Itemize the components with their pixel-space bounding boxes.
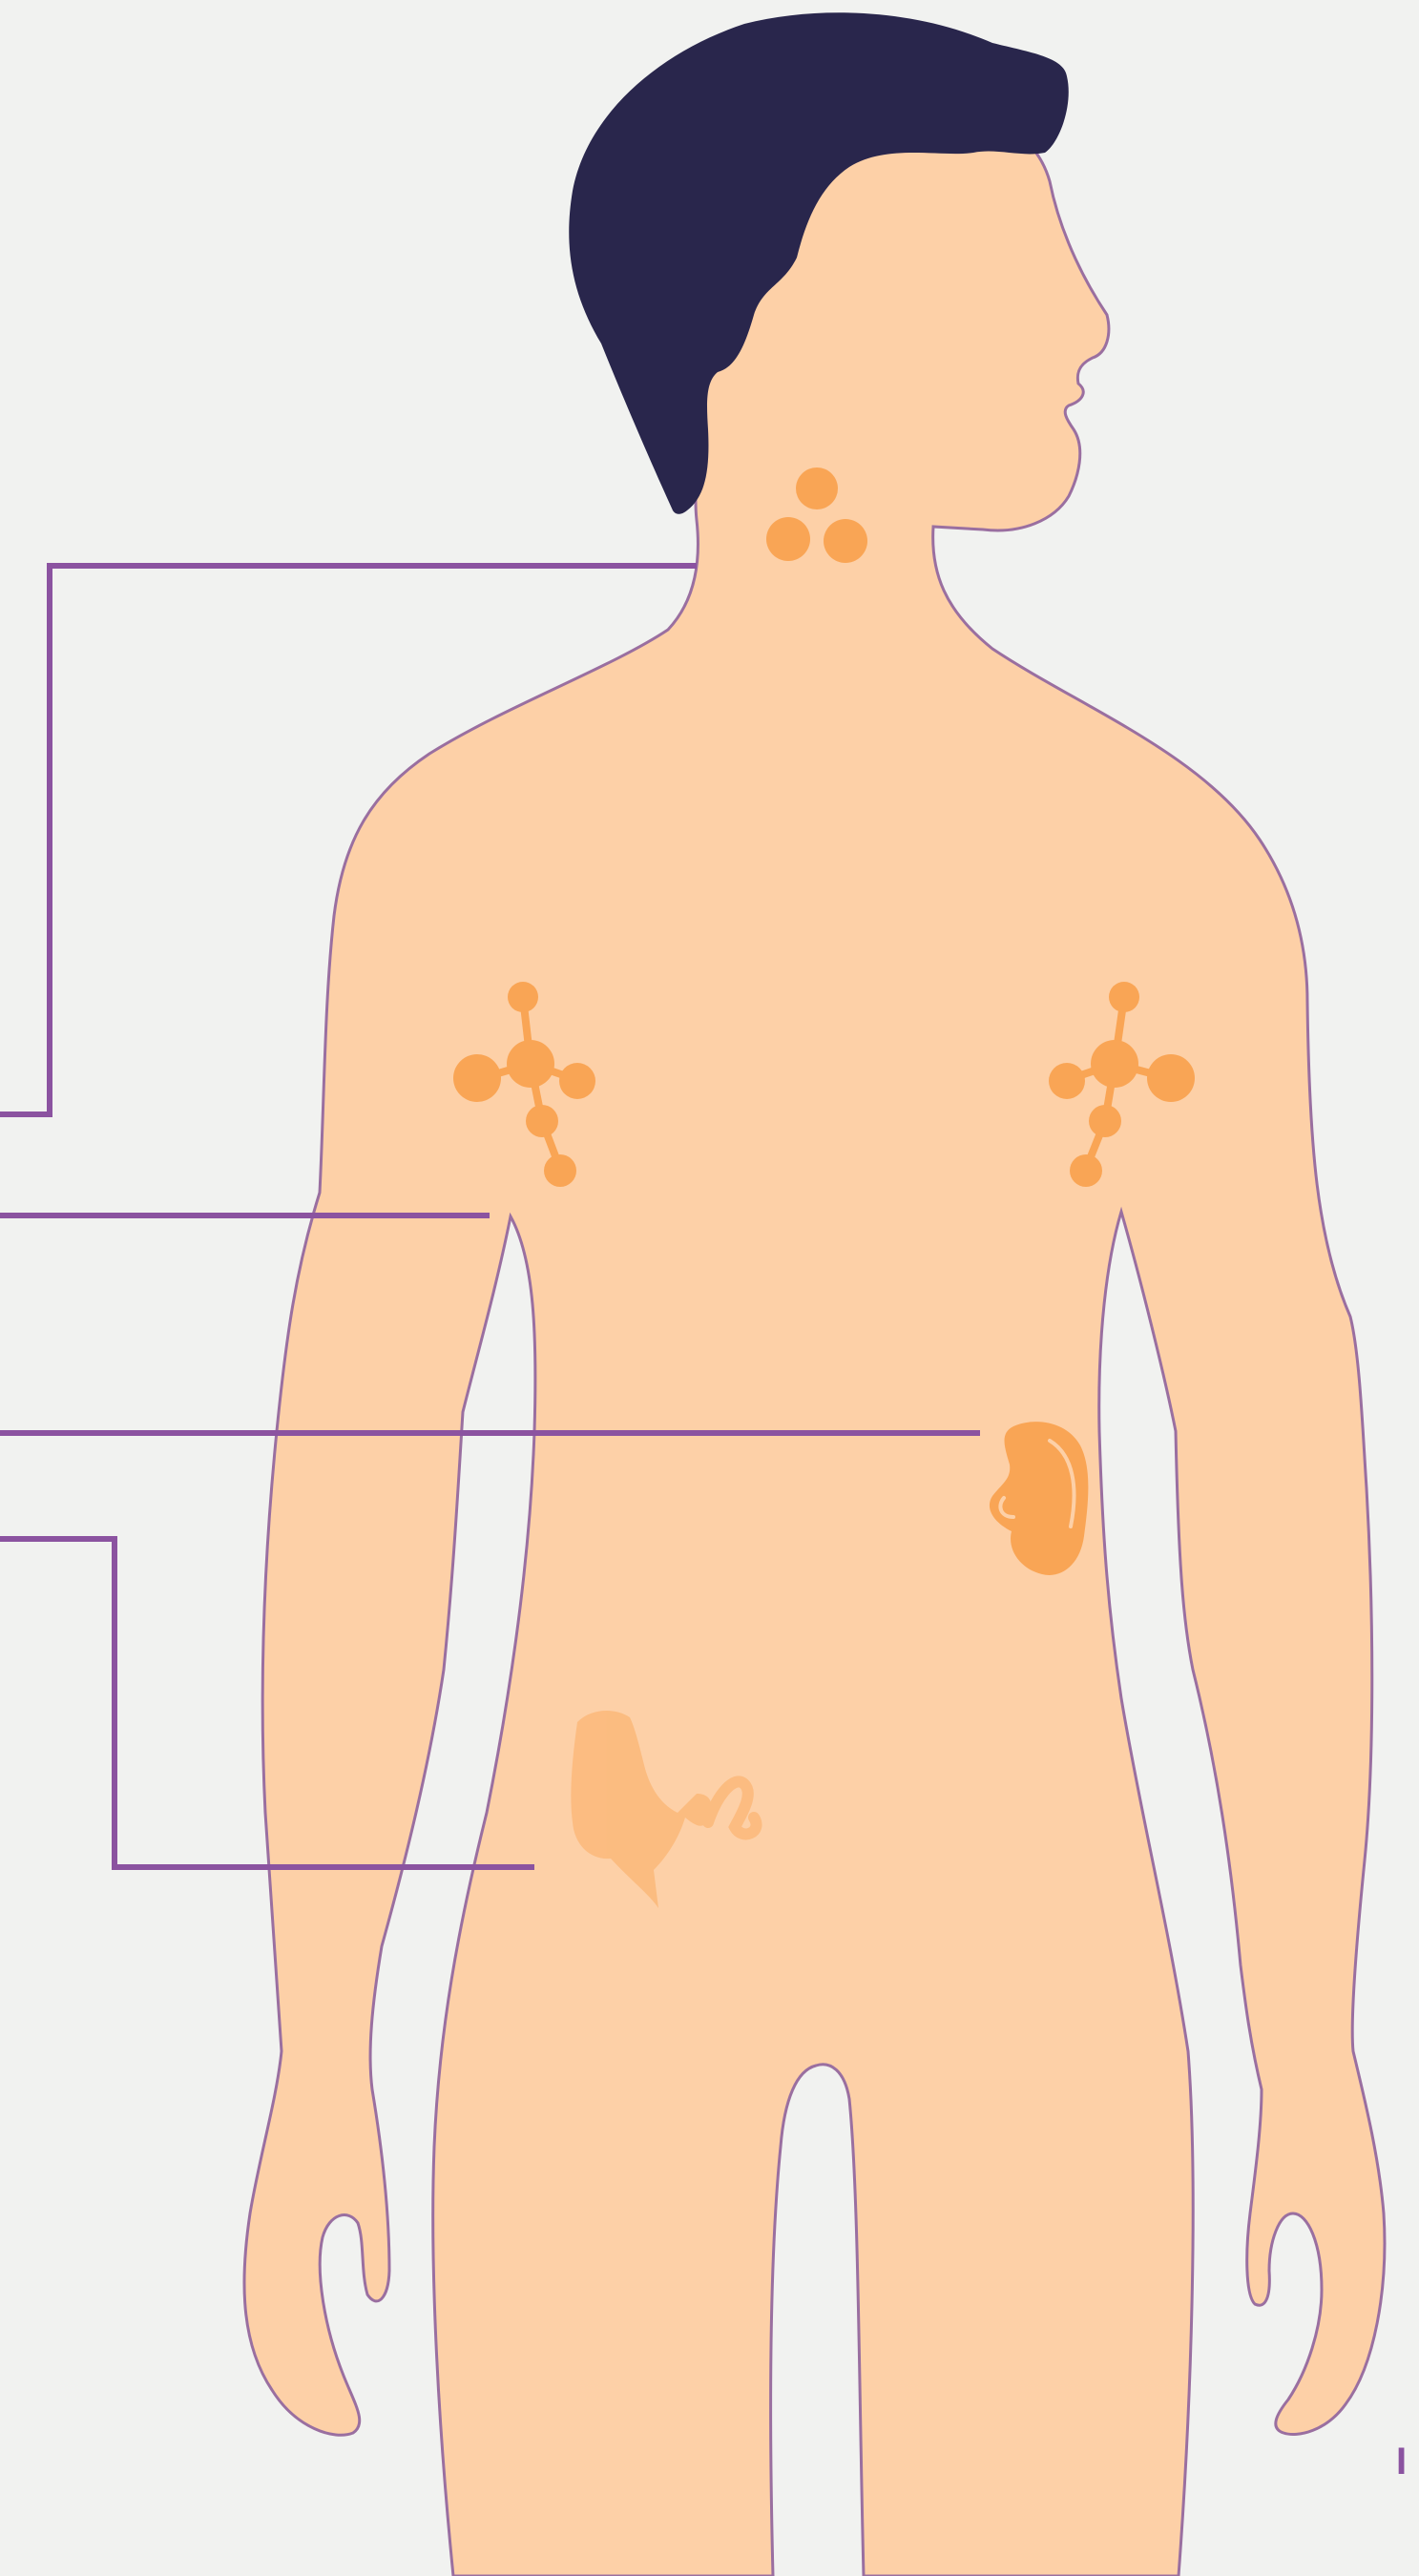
right-node-1 bbox=[1109, 982, 1139, 1012]
left-node-2 bbox=[507, 1040, 554, 1088]
right-node-2 bbox=[1091, 1040, 1138, 1088]
right-node-4 bbox=[1147, 1054, 1195, 1102]
neck-gland-top bbox=[796, 467, 838, 509]
cut-off-label: I bbox=[1396, 2439, 1419, 2484]
right-node-3 bbox=[1049, 1063, 1085, 1099]
left-node-6 bbox=[544, 1154, 576, 1187]
neck-gland-right bbox=[824, 519, 867, 563]
left-node-3 bbox=[453, 1054, 501, 1102]
right-node-5 bbox=[1089, 1105, 1121, 1137]
left-node-5 bbox=[526, 1105, 558, 1137]
left-node-4 bbox=[559, 1063, 595, 1099]
right-node-6 bbox=[1070, 1154, 1102, 1187]
left-node-1 bbox=[508, 982, 538, 1012]
neck-gland-left bbox=[766, 517, 810, 561]
